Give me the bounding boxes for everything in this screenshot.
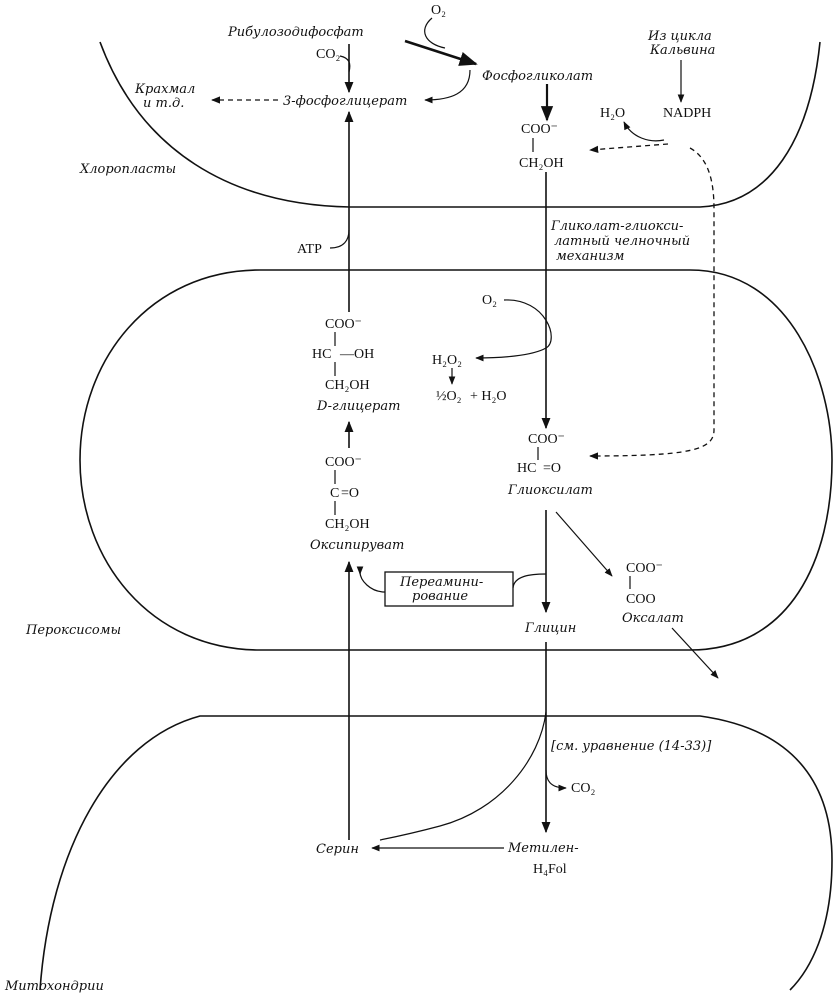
transamination-label-1: Переамини- bbox=[399, 575, 483, 590]
atp-label: ATP bbox=[297, 242, 322, 257]
oxalate-exit-arrow bbox=[671, 627, 719, 679]
co2-mitochondrion: CO₂ bbox=[571, 781, 595, 796]
glycerate-hc: HC bbox=[312, 347, 331, 362]
serine-label: Серин bbox=[316, 842, 359, 857]
equation-ref-label: [см. уравнение (14-33)] bbox=[551, 739, 712, 754]
starch-label-1: Крахмал bbox=[134, 82, 195, 97]
half-o2-label: ½O₂ bbox=[436, 389, 462, 404]
transamination-left-curve bbox=[356, 566, 386, 593]
pga-label: 3-фосфоглицерат bbox=[283, 94, 407, 109]
glycerate-ch2oh: CH₂OH bbox=[325, 378, 370, 393]
glycerate-coo: COO⁻ bbox=[325, 317, 362, 332]
o2-peroxisome: O₂ bbox=[482, 293, 497, 308]
ribulose-to-phosphoglycolate-arrow bbox=[404, 39, 478, 66]
hydroxypyr-c: C bbox=[330, 486, 339, 501]
hydroxypyr-ch2oh: CH₂OH bbox=[325, 517, 370, 532]
hydroxypyr-coo: COO⁻ bbox=[325, 455, 362, 470]
starch-label-2: и т.д. bbox=[143, 96, 184, 111]
o2-chloroplast: O₂ bbox=[431, 3, 446, 18]
mitochondria-label: Митохондрии bbox=[4, 979, 104, 994]
transamination-label-2: рование bbox=[412, 589, 468, 604]
glycine-to-serine-curve bbox=[379, 711, 547, 841]
glycerate-name: D-глицерат bbox=[316, 399, 400, 414]
calvin-label-1: Из цикла bbox=[647, 29, 712, 44]
glyoxylate-to-oxalate-arrow bbox=[555, 511, 613, 577]
ribulose-label: Рибулозодифосфат bbox=[227, 25, 364, 40]
glyoxylate-coo: COO⁻ bbox=[528, 432, 565, 447]
phosphoglycolate-to-pga-curve bbox=[424, 69, 471, 104]
oxalate-name: Оксалат bbox=[622, 611, 684, 626]
chloroplast-membrane bbox=[99, 41, 821, 208]
phosphoglycolate-label: Фосфогликолат bbox=[482, 69, 593, 84]
nadph-label: NADPH bbox=[663, 106, 711, 121]
oxalate-coo-2: COO bbox=[626, 592, 656, 607]
shuttle-label-3: механизм bbox=[556, 249, 624, 264]
calvin-label-2: Кальвина bbox=[649, 43, 715, 58]
h2o2-label: H₂O₂ bbox=[432, 353, 462, 368]
co2-chloroplast: CO₂ bbox=[316, 47, 340, 62]
co2-fixation-curve bbox=[339, 55, 351, 73]
shuttle-label-1: Гликолат-глиокси- bbox=[550, 219, 683, 234]
shuttle-label-2: латный челночный bbox=[554, 234, 690, 249]
peroxisome-membrane bbox=[79, 269, 833, 651]
o2-oxidation-curve bbox=[475, 299, 552, 362]
transamination-box bbox=[384, 571, 514, 607]
mitochondrion-membrane bbox=[39, 715, 833, 991]
glycolate-ch2oh: CH₂OH bbox=[519, 156, 564, 171]
glyoxylate-hc: HC bbox=[517, 461, 536, 476]
glyoxylate-name: Глиоксилат bbox=[507, 483, 593, 498]
chloroplasts-label: Хлоропласты bbox=[79, 162, 176, 177]
glycine-label: Глицин bbox=[524, 621, 576, 636]
co2-release-curve bbox=[545, 769, 567, 792]
glycolate-coo: COO⁻ bbox=[521, 122, 558, 137]
hydroxypyr-eq: =O bbox=[341, 486, 359, 501]
hydroxypyr-name: Оксипируват bbox=[310, 538, 404, 553]
transamination-right-curve bbox=[512, 573, 547, 589]
atp-input-curve bbox=[329, 229, 350, 249]
h2o-chloroplast: H₂O bbox=[600, 106, 625, 121]
methylene-label-2: H₄Fol bbox=[533, 862, 567, 877]
plus-h2o-label: + H₂O bbox=[470, 389, 507, 404]
nadph-to-glycolate-dashed bbox=[589, 143, 669, 154]
glyoxylate-eq: =O bbox=[543, 461, 561, 476]
nadph-to-glyoxylate-dashed bbox=[589, 147, 715, 460]
methylene-label-1: Метилен- bbox=[507, 841, 579, 856]
oxalate-coo-1: COO⁻ bbox=[626, 561, 663, 576]
nadph-to-h2o-curve bbox=[623, 121, 665, 142]
o2-input-curve bbox=[424, 17, 446, 49]
glycerate-oh: —OH bbox=[339, 347, 374, 362]
peroxisomes-label: Пероксисомы bbox=[25, 623, 121, 638]
